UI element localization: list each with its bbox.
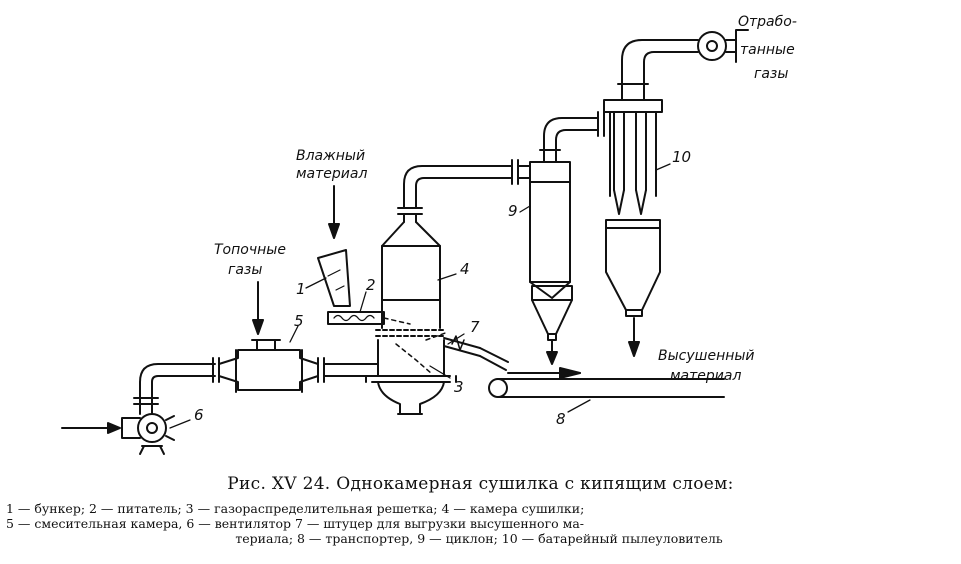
part-number-3: 3: [454, 378, 464, 396]
label-text: Топочные: [214, 242, 286, 258]
legend-line: териала; 8 — транспортер, 9 — циклон; 10…: [235, 531, 723, 546]
dust-collector-10: [603, 83, 663, 317]
part-number-2: 2: [366, 276, 376, 294]
legend-line: 5 — смесительная камера, 6 — вентилятор …: [6, 516, 585, 531]
duct-chamber-to-cyclone: [403, 159, 531, 209]
duct-cyclone-to-collector: [543, 111, 605, 151]
mixing-chamber-5: [218, 339, 379, 393]
part-number-10: 10: [672, 148, 691, 166]
conveyor-8: [488, 367, 725, 398]
label-text: материал: [670, 368, 741, 384]
feeder-2: [327, 311, 385, 325]
part-number-8: 8: [556, 410, 566, 428]
part-number-7: 7: [470, 318, 480, 336]
fan-duct: [133, 357, 220, 415]
label-text: газы: [228, 262, 262, 278]
label-text: Отрабо-: [738, 14, 797, 30]
wet-material-label: Влажный материал: [296, 148, 367, 182]
discharge-nozzle-7: [443, 335, 509, 371]
legend-line: 1 — бункер; 2 — питатель; 3 — газораспре…: [6, 501, 585, 516]
label-text: материал: [296, 166, 367, 182]
wet-material-arrow: [328, 185, 340, 239]
label-text: Высушенный: [658, 348, 755, 364]
exhaust-gases-label: Отрабо- танные газы: [738, 14, 797, 82]
exhaust-duct: [621, 29, 749, 85]
part-number-6: 6: [194, 406, 204, 424]
part-number-9: 9: [508, 202, 518, 220]
figure-caption-legend: 1 — бункер; 2 — питатель; 3 — газораспре…: [6, 501, 952, 546]
dried-material-label: Высушенный материал: [658, 348, 755, 384]
part-number-4: 4: [460, 260, 470, 278]
flue-gases-label: Топочные газы: [214, 242, 286, 278]
bunker-1: [317, 249, 351, 307]
cyclone-9-discharge-arrow: [546, 339, 558, 365]
label-text: танные: [740, 42, 795, 58]
cyclone-9: [529, 149, 573, 341]
label-text: Влажный: [296, 148, 365, 164]
air-inlet-arrow: [61, 422, 121, 434]
fan-6: [121, 413, 175, 455]
collector-10-discharge-arrow: [628, 317, 640, 357]
part-number-5: 5: [294, 312, 304, 330]
part-number-1: 1: [296, 280, 306, 298]
leader-lines: [169, 163, 671, 429]
figure-caption-title: Рис. XV 24. Однокамерная сушилка с кипящ…: [227, 474, 734, 494]
part-numbers: 1 2 3 4 5 6 7 8 9 10: [194, 148, 691, 428]
flue-gas-arrow: [252, 281, 264, 335]
material-flow-path: [383, 317, 449, 375]
label-text: газы: [754, 66, 788, 82]
